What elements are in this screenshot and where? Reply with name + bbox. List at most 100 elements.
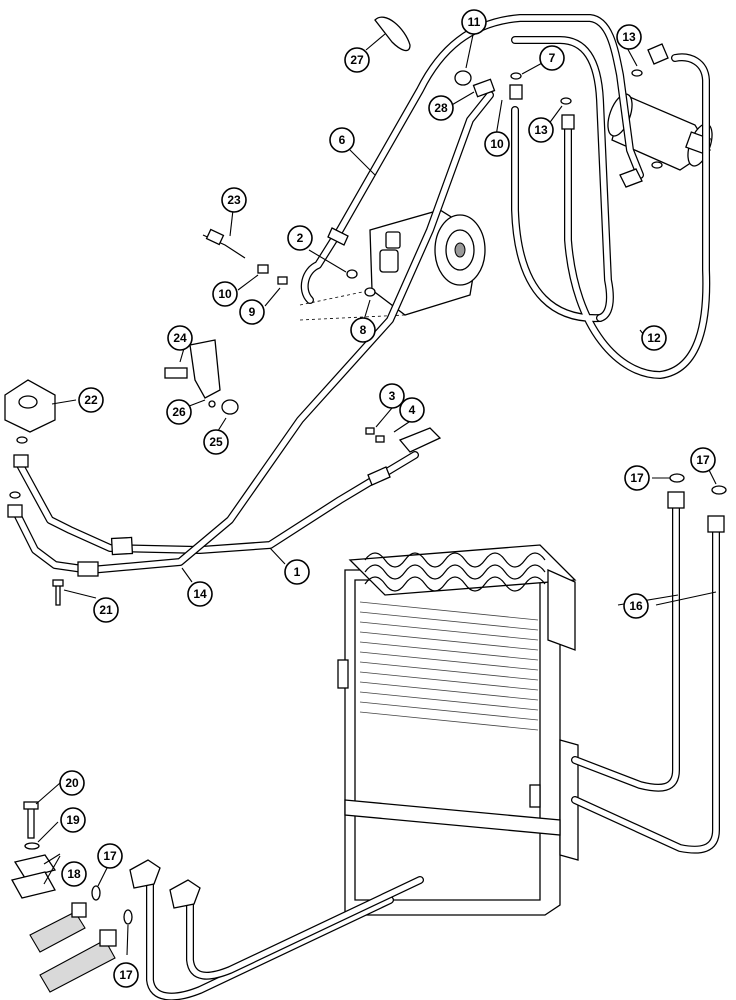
callout-circle bbox=[399, 397, 425, 423]
callout-number: 9 bbox=[249, 305, 256, 319]
callout-17: 17 bbox=[97, 843, 123, 869]
callout-28: 28 bbox=[428, 95, 454, 121]
callout-circle bbox=[690, 447, 716, 473]
callout-number: 13 bbox=[534, 123, 548, 137]
callout-circle bbox=[166, 399, 192, 425]
callout-number: 22 bbox=[84, 393, 98, 407]
callout-number: 10 bbox=[218, 287, 232, 301]
callout-4: 4 bbox=[399, 397, 425, 423]
callout-number: 6 bbox=[339, 133, 346, 147]
callout-22: 22 bbox=[78, 387, 104, 413]
hose-1 bbox=[16, 451, 419, 554]
callout-circle bbox=[287, 225, 313, 251]
callout-13: 13 bbox=[616, 24, 642, 50]
callout-circle bbox=[60, 807, 86, 833]
callout-26: 26 bbox=[166, 399, 192, 425]
callout-number: 24 bbox=[173, 331, 187, 345]
callout-1: 1 bbox=[284, 559, 310, 585]
callout-circle bbox=[239, 299, 265, 325]
callout-25: 25 bbox=[203, 429, 229, 455]
callout-8: 8 bbox=[350, 317, 376, 343]
callout-12: 12 bbox=[641, 325, 667, 351]
callout-circle bbox=[167, 325, 193, 351]
callout-20: 20 bbox=[59, 770, 85, 796]
callout-17: 17 bbox=[113, 962, 139, 988]
callout-circle bbox=[484, 131, 510, 157]
hose-14 bbox=[11, 91, 494, 577]
condenser-coil bbox=[364, 552, 546, 592]
callout-circle bbox=[623, 593, 649, 619]
callout-circle bbox=[203, 429, 229, 455]
callout-number: 27 bbox=[350, 53, 364, 67]
callout-number: 14 bbox=[193, 587, 207, 601]
callout-circle bbox=[350, 317, 376, 343]
callout-2: 2 bbox=[287, 225, 313, 251]
callout-24: 24 bbox=[167, 325, 193, 351]
callout-circle bbox=[187, 581, 213, 607]
condenser bbox=[337, 544, 579, 916]
callout-number: 25 bbox=[209, 435, 223, 449]
callout-circle bbox=[59, 770, 85, 796]
callout-14: 14 bbox=[187, 581, 213, 607]
callout-circle bbox=[624, 465, 650, 491]
callout-17: 17 bbox=[624, 465, 650, 491]
callout-circle bbox=[428, 95, 454, 121]
callout-number: 17 bbox=[119, 968, 133, 982]
callout-circle bbox=[539, 45, 565, 71]
callout-23: 23 bbox=[221, 187, 247, 213]
callout-19: 19 bbox=[60, 807, 86, 833]
callout-number: 17 bbox=[103, 849, 117, 863]
callout-number: 18 bbox=[67, 867, 81, 881]
callout-number: 28 bbox=[434, 101, 448, 115]
hose-lower bbox=[129, 859, 424, 1000]
callout-10: 10 bbox=[212, 281, 238, 307]
callout-circle bbox=[97, 843, 123, 869]
callout-27: 27 bbox=[344, 47, 370, 73]
callout-circle bbox=[329, 127, 355, 153]
callout-number: 17 bbox=[630, 471, 644, 485]
callout-circle bbox=[641, 325, 667, 351]
callout-layer: 1234678910101112131314161717171718192021… bbox=[59, 9, 716, 988]
callout-circle bbox=[113, 962, 139, 988]
callout-number: 11 bbox=[468, 15, 481, 29]
hose-6 bbox=[300, 14, 644, 304]
callout-circle bbox=[379, 383, 405, 409]
callout-number: 10 bbox=[490, 137, 504, 151]
callout-number: 3 bbox=[389, 389, 396, 403]
callout-number: 20 bbox=[65, 776, 79, 790]
callout-number: 26 bbox=[172, 405, 186, 419]
callout-16: 16 bbox=[623, 593, 649, 619]
callout-11: 11 bbox=[461, 9, 487, 35]
callout-number: 19 bbox=[66, 813, 80, 827]
callout-number: 16 bbox=[629, 599, 643, 613]
callout-circle bbox=[461, 9, 487, 35]
callout-6: 6 bbox=[329, 127, 355, 153]
callout-circle bbox=[344, 47, 370, 73]
callout-number: 21 bbox=[99, 603, 113, 617]
callout-circle bbox=[284, 559, 310, 585]
callout-number: 17 bbox=[696, 453, 710, 467]
callout-number: 13 bbox=[622, 30, 636, 44]
callout-circle bbox=[93, 597, 119, 623]
fitting-parts bbox=[4, 16, 727, 993]
callout-circle bbox=[528, 117, 554, 143]
callout-circle bbox=[78, 387, 104, 413]
callout-circle bbox=[221, 187, 247, 213]
callout-circle bbox=[616, 24, 642, 50]
callout-3: 3 bbox=[379, 383, 405, 409]
condenser-fins bbox=[359, 601, 539, 731]
callout-13: 13 bbox=[528, 117, 554, 143]
callout-17: 17 bbox=[690, 447, 716, 473]
callout-10: 10 bbox=[484, 131, 510, 157]
callout-number: 8 bbox=[360, 323, 367, 337]
callout-number: 23 bbox=[227, 193, 241, 207]
callout-9: 9 bbox=[239, 299, 265, 325]
hose-12 bbox=[511, 36, 711, 379]
callout-circle bbox=[212, 281, 238, 307]
callout-number: 7 bbox=[549, 51, 556, 65]
callout-number: 12 bbox=[647, 331, 661, 345]
callout-18: 18 bbox=[61, 861, 87, 887]
callout-number: 2 bbox=[297, 231, 304, 245]
compressor bbox=[299, 209, 486, 321]
